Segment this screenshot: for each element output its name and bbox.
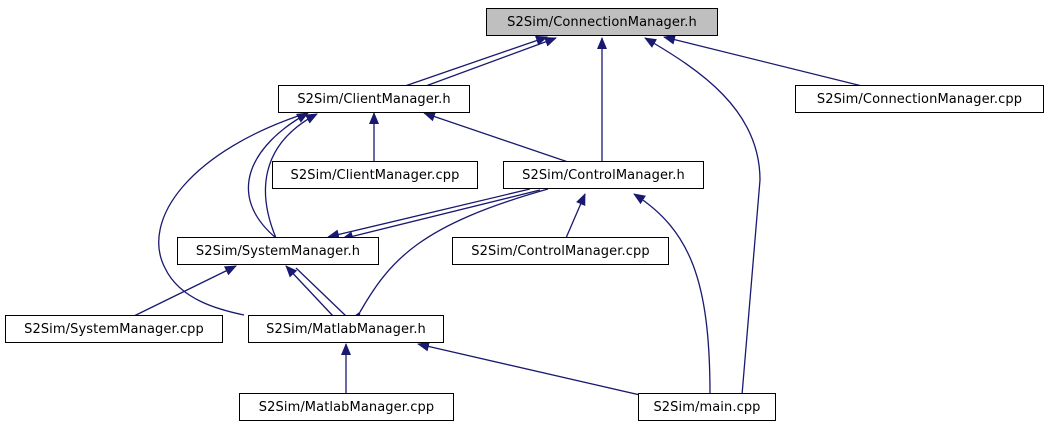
edge-controlmanager-h-to-matlabmanager-h [350,188,549,325]
node-control-manager-cpp[interactable]: S2Sim/ControlManager.cpp [452,237,669,265]
edge-main-cpp-to-controlmanager-h [633,193,711,396]
edge-systemmanager-h-to-matlabmanager-h [295,267,358,328]
node-label: S2Sim/ClientManager.cpp [290,167,460,183]
edge-clientmanager-h-to-connectionmanager-h [404,35,548,87]
node-label: S2Sim/SystemManager.cpp [24,321,204,337]
node-label: S2Sim/MatlabManager.h [266,321,426,337]
node-connection-manager-h[interactable]: S2Sim/ConnectionManager.h [486,8,718,36]
edge-systemmanager-h-to-clientmanager-h-2 [264,113,318,239]
edge-matlabmanager-h-to-systemmanager-h [285,265,334,317]
node-matlab-manager-cpp[interactable]: S2Sim/MatlabManager.cpp [239,393,454,421]
node-label: S2Sim/ConnectionManager.cpp [816,91,1023,107]
edge-controlmanager-h-to-systemmanager-h [327,188,531,240]
node-system-manager-cpp[interactable]: S2Sim/SystemManager.cpp [5,315,223,343]
edge-clientmanager-h-to-connectionmanager-h-2 [422,37,557,88]
edge-main-cpp-to-connectionmanager-h [644,37,761,396]
edge-matlabmanager-h-to-clientmanager-h [158,111,311,316]
node-label: S2Sim/ConnectionManager.h [507,14,697,30]
edge-controlmanager-h-to-systemmanager-h-2 [341,189,541,242]
node-label: S2Sim/ControlManager.h [522,167,685,183]
node-main-cpp[interactable]: S2Sim/main.cpp [638,393,776,421]
node-label: S2Sim/main.cpp [653,399,761,415]
node-matlab-manager-h[interactable]: S2Sim/MatlabManager.h [248,315,444,343]
node-connection-manager-cpp[interactable]: S2Sim/ConnectionManager.cpp [795,85,1044,113]
edge-systemmanager-cpp-to-systemmanager-h [133,265,237,317]
edge-systemmanager-h-to-clientmanager-h [247,112,309,239]
node-system-manager-h[interactable]: S2Sim/SystemManager.h [177,237,379,265]
edge-main-cpp-to-matlabmanager-h [417,341,641,396]
node-client-manager-cpp[interactable]: S2Sim/ClientManager.cpp [272,161,478,189]
node-control-manager-h[interactable]: S2Sim/ControlManager.h [503,161,704,189]
node-label: S2Sim/ClientManager.h [297,91,451,107]
edge-controlmanager-cpp-to-controlmanager-h [565,193,586,239]
edge-controlmanager-h-to-clientmanager-h [423,111,569,163]
node-label: S2Sim/ControlManager.cpp [471,243,650,259]
edge-connectionmanager-cpp-to-connectionmanager-h [663,34,863,87]
node-label: S2Sim/SystemManager.h [195,243,361,259]
node-label: S2Sim/MatlabManager.cpp [258,399,435,415]
node-client-manager-h[interactable]: S2Sim/ClientManager.h [278,85,470,113]
